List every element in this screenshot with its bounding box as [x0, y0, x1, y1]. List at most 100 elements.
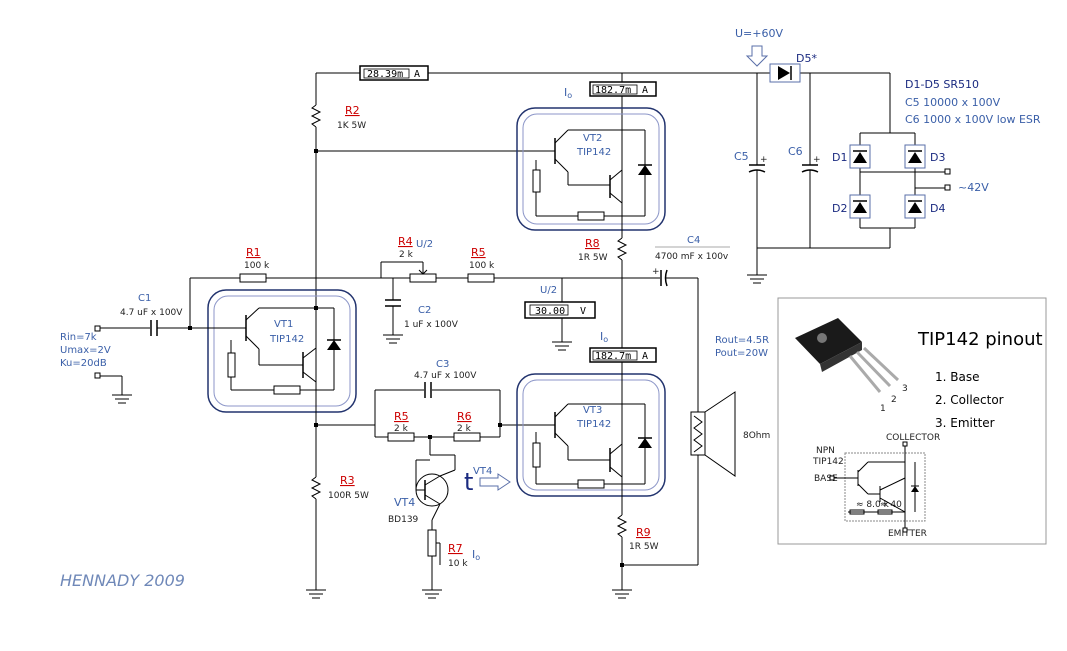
ac-input-label: ~42V — [958, 181, 989, 194]
r5-bias-name: R5 — [394, 410, 409, 423]
svg-text:TIP142: TIP142 — [812, 457, 844, 467]
speaker-impedance: 8Ohm — [743, 431, 770, 441]
input-terminal — [94, 325, 150, 332]
vt3-name: VT3 — [583, 405, 602, 416]
vt4-type: BD139 — [388, 515, 419, 525]
ammeter-top-unit: A — [414, 69, 420, 80]
input-note-ku: Ku=20dB — [60, 358, 107, 369]
thermal-t-mark: t — [464, 468, 473, 496]
ammeter-vt3-value: 182.7m — [595, 351, 631, 362]
output-note-rout: Rout=4.5R — [715, 335, 769, 346]
capacitor-c5: + — [748, 73, 768, 270]
input-note-umax: Umax=2V — [60, 345, 111, 356]
d1-label: D1 — [832, 151, 847, 164]
resistor-r6 — [453, 432, 481, 442]
ammeter-vt2-unit: A — [642, 85, 648, 96]
r6-name: R6 — [457, 410, 472, 423]
tip142-package-icon — [795, 318, 900, 393]
pinout-num2: 2 — [891, 395, 897, 405]
r7-value: 10 k — [448, 559, 468, 569]
author-signature: HENNADY 2009 — [60, 571, 185, 590]
resistor-r2 — [310, 104, 322, 310]
c4-value: 4700 mF x 100v — [655, 252, 729, 262]
svg-text:EMITTER: EMITTER — [888, 529, 927, 539]
resistor-r9 — [612, 455, 699, 599]
svg-text:BASE: BASE — [814, 474, 838, 484]
ammeter-vt2: 182.7m A — [589, 81, 657, 97]
vt1-type: TIP142 — [269, 334, 304, 345]
r6-value: 2 k — [457, 424, 472, 434]
voltmeter-mid: 30.00 V — [524, 301, 596, 319]
pinout-pin2: 2. Collector — [935, 393, 1004, 407]
thermal-arrow-icon — [479, 473, 511, 491]
capacitor-c1 — [150, 320, 190, 336]
c3-name: C3 — [436, 359, 449, 370]
r2-value: 1K 5W — [337, 121, 366, 131]
c2-value: 1 uF x 100V — [404, 320, 459, 330]
r5-top-value: 100 k — [469, 261, 495, 271]
ground-input-icon — [94, 372, 132, 404]
note-line1: D1-D5 SR510 — [905, 78, 979, 91]
capacitor-c4: + — [622, 267, 699, 412]
vt3-type: TIP142 — [576, 419, 611, 430]
tip142-internal-diagram: NPN TIP142 COLLECTOR BASE EMITTER ≈ 8.0 … — [812, 433, 940, 539]
bridge-rectifier — [859, 73, 951, 248]
r8-name: R8 — [585, 237, 600, 250]
io-mark-top: Io — [564, 86, 572, 100]
resistor-r1 — [239, 273, 267, 283]
diode-d4 — [904, 194, 926, 219]
transistor-vt2-block — [516, 107, 666, 231]
capacitor-c2 — [383, 278, 403, 344]
c1-value: 4.7 uF x 100V — [120, 308, 183, 318]
r3-value: 100R 5W — [328, 491, 369, 501]
input-note-rin: Rin=7k — [60, 332, 97, 343]
r7-name: R7 — [448, 542, 463, 555]
r5-bias-value: 2 k — [394, 424, 409, 434]
pinout-pin1: 1. Base — [935, 370, 979, 384]
vt2-type: TIP142 — [576, 147, 611, 158]
transistor-vt1-block — [190, 289, 357, 425]
diode-d3 — [904, 144, 926, 169]
voltmeter-unit: V — [580, 306, 586, 317]
svg-text:≈ 8.0 k: ≈ 8.0 k — [856, 500, 890, 510]
resistor-r8 — [616, 230, 628, 348]
ammeter-vt2-value: 182.7m — [595, 85, 631, 96]
resistor-r5-bias — [387, 432, 415, 442]
vt4-arrow-label: VT4 — [473, 466, 492, 477]
r4-value: 2 k — [399, 250, 414, 260]
pinout-num3: 3 — [902, 384, 908, 394]
r4-note: U/2 — [416, 239, 433, 250]
r9-value: 1R 5W — [629, 542, 659, 552]
note-line3: C6 1000 x 100V low ESR — [905, 113, 1041, 126]
d2-label: D2 — [832, 202, 847, 215]
resistor-r3 — [306, 425, 326, 599]
ammeter-top-value: 28.39m — [367, 69, 403, 80]
transistor-vt4 — [415, 437, 456, 521]
c3-value: 4.7 uF x 100V — [414, 371, 477, 381]
svg-text:+: + — [760, 155, 768, 165]
transistor-vt3-block — [516, 362, 666, 510]
io-mark-r7: Io — [472, 548, 480, 562]
c6-label: C6 — [788, 145, 803, 158]
c5-label: C5 — [734, 150, 749, 163]
vt4-name: VT4 — [394, 496, 415, 509]
resistor-r5-top — [467, 273, 495, 283]
r8-value: 1R 5W — [578, 253, 608, 263]
vt1-name: VT1 — [274, 319, 293, 330]
ammeter-vt3: 182.7m A — [589, 347, 657, 363]
vt2-name: VT2 — [583, 133, 602, 144]
mid-note: U/2 — [540, 285, 557, 296]
capacitor-c6: + — [801, 73, 821, 248]
svg-text:≈ 40: ≈ 40 — [880, 500, 902, 510]
pinout-panel: TIP142 pinout 1. Base 2. Collector 3. Em… — [777, 297, 1047, 545]
d4-label: D4 — [930, 202, 945, 215]
c2-name: C2 — [418, 305, 431, 316]
speaker-icon — [690, 391, 736, 477]
c1-name: C1 — [138, 293, 151, 304]
capacitor-c3 — [374, 382, 501, 425]
ammeter-vt3-unit: A — [642, 351, 648, 362]
r3-name: R3 — [340, 474, 355, 487]
r4-name: R4 — [398, 235, 413, 248]
supply-arrow-icon — [745, 45, 769, 67]
